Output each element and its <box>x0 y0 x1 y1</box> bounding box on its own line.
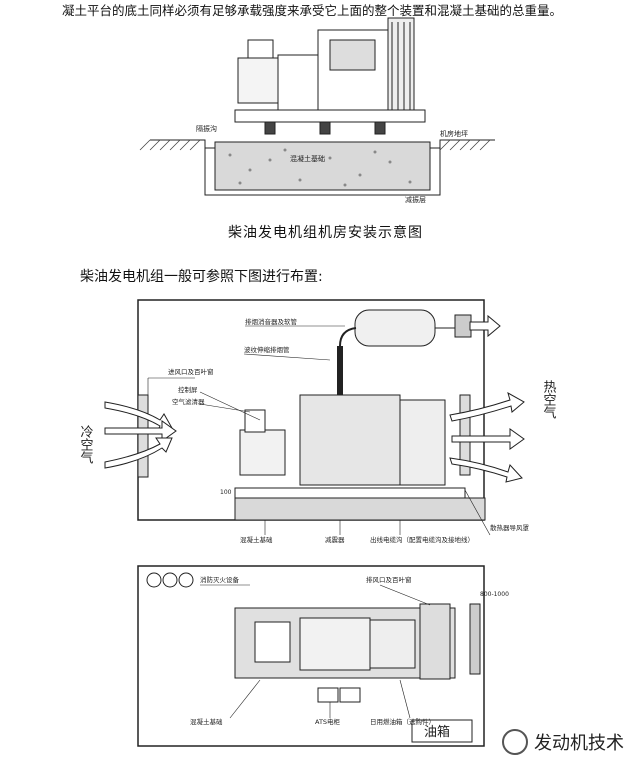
day-tank-label: 日用燃油箱（选购件） <box>370 717 435 726</box>
watermark-text: 发动机技术 <box>534 733 624 754</box>
generator-room-layout-figure: 冷空气 热空气 排烟消音器及软管 波纹伸缩排烟管 进风口及百叶窗 控制屏 空气滤… <box>78 299 557 544</box>
fuel-tank-label: 油箱 <box>424 724 450 740</box>
watermark: 发动机技术 <box>502 729 624 755</box>
dimension-label: 800-1000 <box>480 591 509 598</box>
layout-paragraph: 柴油发电机组一般可参照下图进行布置: <box>80 269 323 285</box>
intro-paragraph: 凝土平台的底土同样必须有足够承载强度来承受它上面的整个装置和混凝土基础的总重量。 <box>62 3 563 18</box>
generator-room-plan-figure: 消防灭火设备 排风口及百叶窗 800-1000 混凝土基础 ATS电柜 日用燃油… <box>137 565 509 747</box>
fire-equipment-label: 消防灭火设备 <box>200 575 240 584</box>
exhaust-pipe-label: 波纹伸缩排烟管 <box>244 345 290 354</box>
vibration-trench-label: 隔振沟 <box>196 124 217 133</box>
damper-label: 减震器 <box>325 535 345 544</box>
radiator-duct-label: 散热器导风罩 <box>490 523 530 532</box>
cable-trench-label: 出线电缆沟（配置电缆沟及接地线） <box>370 535 474 544</box>
exhaust-muffler-label: 排烟消音器及软管 <box>245 317 298 326</box>
cold-air-label: 冷空气 <box>78 425 94 464</box>
floor-label: 机房地坪 <box>440 129 468 138</box>
figure1-caption: 柴油发电机组机房安装示意图 <box>228 225 423 241</box>
exhaust-louver-label: 排风口及百叶窗 <box>366 575 412 584</box>
control-panel-label: 控制屏 <box>178 385 198 394</box>
air-filter-label: 空气滤清器 <box>172 397 205 406</box>
inlet-louver-label: 进风口及百叶窗 <box>168 367 214 376</box>
concrete-base-label-2: 混凝土基础 <box>240 535 273 544</box>
wechat-icon <box>502 729 528 755</box>
damping-layer-label: 减振层 <box>405 195 426 204</box>
control-cabinet-label: ATS电柜 <box>315 717 341 726</box>
height-mark-label: 100 <box>220 489 232 496</box>
hot-air-label: 热空气 <box>541 380 557 419</box>
generator-foundation-figure: 隔振沟 机房地坪 混凝土基础 减振层 <box>139 17 495 204</box>
concrete-base-label-3: 混凝土基础 <box>190 717 223 726</box>
concrete-base-label: 混凝土基础 <box>290 154 325 163</box>
